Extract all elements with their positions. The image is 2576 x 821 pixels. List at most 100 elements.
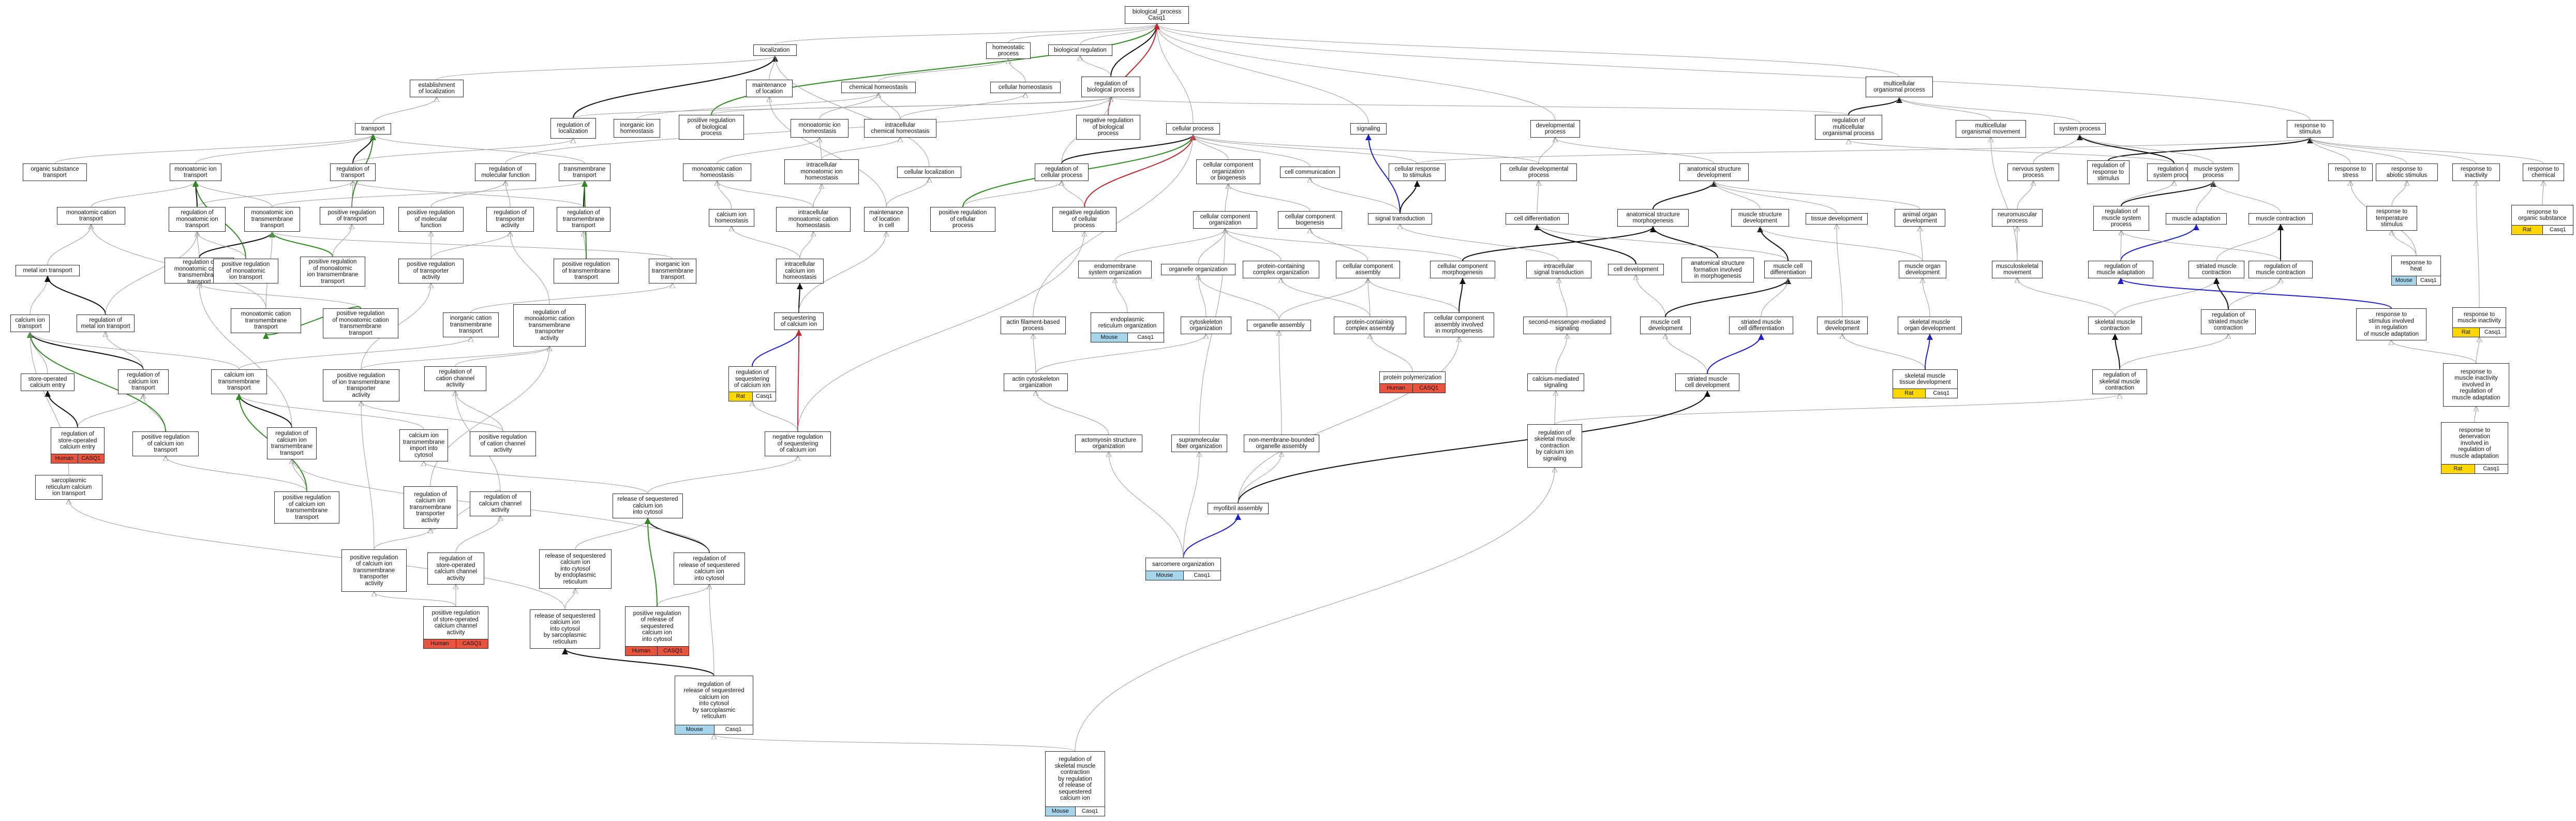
node-cell-communication[interactable]: cell communication (1280, 167, 1340, 178)
node-response-to-inactivity[interactable]: response to inactivity (2452, 163, 2500, 181)
node-skeletal-muscle-contraction[interactable]: skeletal muscle contraction (2088, 317, 2142, 334)
node-monoatomic-cation-transmembrane-transport[interactable]: monoatomic cation transmembrane transpor… (231, 308, 301, 333)
node-organelle-organization[interactable]: organelle organization (1161, 264, 1235, 275)
node-maintenance-of-location[interactable]: maintenance of location (746, 80, 793, 97)
node-muscle-structure-development[interactable]: muscle structure development (1731, 209, 1789, 227)
node-regulation-of-release-of-sequestered-calcium-ion-into-cytosol-by-sarcoplasmic-reticulum[interactable]: regulation of release of sequestered cal… (675, 676, 753, 735)
node-regulation-of-calcium-ion-transmembrane-transporter-activity[interactable]: regulation of calcium ion transmembrane … (404, 486, 457, 529)
node-cellular-component-biogenesis[interactable]: cellular component biogenesis (1278, 211, 1342, 229)
node-muscle-system-process[interactable]: muscle system process (2187, 163, 2239, 181)
node-regulation-of-cation-channel-activity[interactable]: regulation of cation channel activity (424, 366, 486, 391)
node-actin-filament-based-process[interactable]: actin filament-based process (1001, 317, 1066, 334)
node-developmental-process[interactable]: developmental process (1530, 120, 1580, 138)
node-response-to-temperature-stimulus[interactable]: response to temperature stimulus (2366, 206, 2417, 231)
node-regulation-of-muscle-adaptation[interactable]: regulation of muscle adaptation (2088, 261, 2153, 278)
node-metal-ion-transport[interactable]: metal ion transport (16, 265, 80, 276)
node-positive-regulation-of-store-operated-calcium-channel-activity[interactable]: positive regulation of store-operated ca… (423, 606, 488, 649)
node-cytoskeleton-organization[interactable]: cytoskeleton organization (1181, 317, 1231, 334)
node-negative-regulation-of-cellular-process[interactable]: negative regulation of cellular process (1052, 207, 1116, 232)
node-positive-regulation-of-calcium-ion-transmembrane-transporter-activity[interactable]: positive regulation of calcium ion trans… (341, 549, 407, 592)
node-striated-muscle-contraction[interactable]: striated muscle contraction (2188, 261, 2244, 278)
node-regulation-of-transporter-activity[interactable]: regulation of transporter activity (486, 207, 534, 232)
node-regulation-of-store-operated-calcium-entry[interactable]: regulation of store-operated calcium ent… (51, 427, 105, 464)
node-muscle-organ-development[interactable]: muscle organ development (1899, 261, 1946, 278)
node-cellular-developmental-process[interactable]: cellular developmental process (1500, 163, 1577, 181)
node-response-to-stimulus[interactable]: response to stimulus (2287, 120, 2333, 138)
node-signaling[interactable]: signaling (1350, 123, 1387, 135)
node-cellular-localization[interactable]: cellular localization (897, 167, 961, 178)
node-inorganic-ion-homeostasis[interactable]: inorganic ion homeostasis (614, 119, 660, 138)
node-system-process[interactable]: system process (2054, 123, 2106, 135)
node-localization[interactable]: localization (753, 44, 797, 56)
node-positive-regulation-of-transporter-activity[interactable]: positive regulation of transporter activ… (398, 259, 464, 283)
node-cellular-process[interactable]: cellular process (1166, 123, 1220, 135)
node-response-to-stress[interactable]: response to stress (2328, 163, 2373, 181)
node-monoatomic-ion-transport[interactable]: monoatomic ion transport (170, 163, 221, 181)
node-transmembrane-transport[interactable]: transmembrane transport (559, 163, 611, 181)
node-anatomical-structure-morphogenesis[interactable]: anatomical structure morphogenesis (1617, 209, 1689, 227)
node-organic-substance-transport[interactable]: organic substance transport (23, 163, 87, 181)
node-cellular-component-morphogenesis[interactable]: cellular component morphogenesis (1430, 261, 1495, 278)
node-monoatomic-ion-transmembrane-transport[interactable]: monoatomic ion transmembrane transport (244, 207, 300, 232)
node-cellular-component-organization[interactable]: cellular component organization (1193, 211, 1257, 229)
node-anatomical-structure-development[interactable]: anatomical structure development (1679, 163, 1749, 181)
node-chemical-homeostasis[interactable]: chemical homeostasis (841, 82, 916, 93)
node-multicellular-organismal-movement[interactable]: multicellular organismal movement (1956, 120, 2026, 138)
node-endomembrane-system-organization[interactable]: endomembrane system organization (1078, 261, 1152, 278)
node-calcium-ion-transmembrane-import-into-cytosol[interactable]: calcium ion transmembrane import into cy… (399, 429, 448, 461)
node-store-operated-calcium-entry[interactable]: store-operated calcium entry (21, 374, 75, 391)
node-animal-organ-development[interactable]: animal organ development (1895, 209, 1945, 227)
node-positive-regulation-of-biological-process[interactable]: positive regulation of biological proces… (679, 115, 744, 140)
node-biological-regulation[interactable]: biological regulation (1048, 44, 1112, 56)
node-positive-regulation-of-monoatomic-ion-transmembrane-transport[interactable]: positive regulation of monoatomic ion tr… (300, 257, 365, 287)
node-positive-regulation-of-ion-transmembrane-transporter-activity[interactable]: positive regulation of ion transmembrane… (323, 369, 399, 401)
node-regulation-of-calcium-ion-transport[interactable]: regulation of calcium ion transport (118, 369, 169, 394)
node-intracellular-calcium-ion-homeostasis[interactable]: intracellular calcium ion homeostasis (776, 259, 824, 283)
node-organelle-assembly[interactable]: organelle assembly (1247, 320, 1311, 331)
node-positive-regulation-of-cellular-process[interactable]: positive regulation of cellular process (930, 207, 995, 232)
node-response-to-stimulus-involved-in-regulation-of-muscle-adaptation[interactable]: response to stimulus involved in regulat… (2356, 308, 2426, 340)
node-non-membrane-bounded-organelle-assembly[interactable]: non-membrane-bounded organelle assembly (1244, 435, 1319, 452)
node-neuromuscular-process[interactable]: neuromuscular process (1992, 209, 2043, 227)
node-nervous-system-process[interactable]: nervous system process (2007, 163, 2059, 181)
node-maintenance-of-location-in-cell[interactable]: maintenance of location in cell (864, 207, 909, 232)
node-intracellular-signal-transduction[interactable]: intracellular signal transduction (1526, 261, 1591, 278)
node-cellular-component-assembly-involved-in-morphogenesis[interactable]: cellular component assembly involved in … (1424, 312, 1494, 337)
node-intracellular-chemical-homeostasis[interactable]: intracellular chemical homeostasis (864, 119, 936, 138)
node-calcium-ion-transmembrane-transport[interactable]: calcium ion transmembrane transport (211, 369, 267, 394)
node-regulation-of-calcium-ion-transmembrane-transport[interactable]: regulation of calcium ion transmembrane … (267, 427, 317, 459)
node-release-of-sequestered-calcium-ion-into-cytosol-by-sarcoplasmic-reticulum[interactable]: release of sequestered calcium ion into … (530, 609, 600, 649)
node-positive-regulation-of-transmembrane-transport[interactable]: positive regulation of transmembrane tra… (554, 259, 619, 283)
node-regulation-of-metal-ion-transport[interactable]: regulation of metal ion transport (77, 315, 135, 332)
node-regulation-of-striated-muscle-contraction[interactable]: regulation of striated muscle contractio… (2201, 309, 2256, 334)
node-positive-regulation-of-release-of-sequestered-calcium-ion-into-cytosol[interactable]: positive regulation of release of seques… (625, 606, 689, 656)
node-regulation-of-store-operated-calcium-channel-activity[interactable]: regulation of store-operated calcium cha… (427, 553, 484, 585)
node-regulation-of-monoatomic-ion-transport[interactable]: regulation of monoatomic ion transport (169, 207, 226, 232)
node-regulation-of-muscle-system-process[interactable]: regulation of muscle system process (2093, 206, 2149, 231)
node-muscle-cell-development[interactable]: muscle cell development (1640, 317, 1691, 334)
node-regulation-of-skeletal-muscle-contraction-by-calcium-ion-signaling[interactable]: regulation of skeletal muscle contractio… (1527, 424, 1582, 468)
node-sequestering-of-calcium-ion[interactable]: sequestering of calcium ion (774, 312, 824, 330)
node-monoatomic-cation-homeostasis[interactable]: monoatomic cation homeostasis (683, 163, 751, 181)
node-intracellular-monoatomic-cation-homeostasis[interactable]: intracellular monoatomic cation homeosta… (776, 207, 851, 232)
node-regulation-of-sequestering-of-calcium-ion[interactable]: regulation of sequestering of calcium io… (728, 366, 776, 401)
node-regulation-of-cellular-process[interactable]: regulation of cellular process (1035, 163, 1089, 181)
node-actin-cytoskeleton-organization[interactable]: actin cytoskeleton organization (1004, 374, 1068, 391)
node-regulation-of-transmembrane-transport[interactable]: regulation of transmembrane transport (557, 207, 611, 232)
node-response-to-muscle-inactivity-involved-in-regulation-of-muscle-adaptation[interactable]: response to muscle inactivity involved i… (2443, 363, 2509, 407)
node-regulation-of-monoatomic-cation-transmembrane-transporter-activity[interactable]: regulation of monoatomic cation transmem… (513, 304, 586, 347)
node-negative-regulation-of-biological-process[interactable]: negative regulation of biological proces… (1076, 115, 1140, 140)
node-muscle-tissue-development[interactable]: muscle tissue development (1817, 317, 1868, 334)
node-regulation-of-localization[interactable]: regulation of localization (550, 118, 596, 139)
node-positive-regulation-of-calcium-ion-transport[interactable]: positive regulation of calcium ion trans… (132, 431, 199, 456)
node-biological-process[interactable]: biological_process Casq1 (1125, 6, 1189, 24)
node-second-messenger-mediated-signaling[interactable]: second-messenger-mediated signaling (1523, 317, 1611, 334)
node-regulation-of-molecular-function[interactable]: regulation of molecular function (475, 163, 536, 181)
node-establishment-of-localization[interactable]: establishment of localization (410, 80, 464, 97)
node-inorganic-ion-transmembrane-transport[interactable]: inorganic ion transmembrane transport (649, 259, 696, 283)
node-cell-differentiation[interactable]: cell differentiation (1506, 213, 1569, 225)
node-cell-development[interactable]: cell development (1608, 264, 1664, 275)
